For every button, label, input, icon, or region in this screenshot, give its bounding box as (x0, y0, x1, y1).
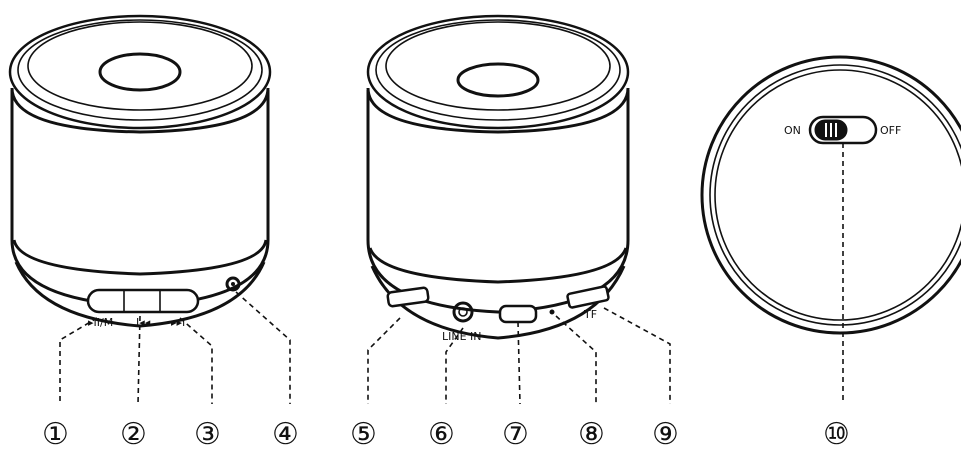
speaker-front-top-rim (8, 14, 272, 130)
tf-label: TF (583, 308, 597, 321)
callout-1: ① (42, 417, 69, 452)
speaker-bottom: ON OFF (700, 55, 961, 335)
callout-5: ⑤ (350, 417, 377, 452)
speaker-back-body (366, 90, 630, 314)
leader-lines (59, 143, 844, 405)
callout-2: ② (120, 417, 147, 452)
speaker-front-jack (225, 276, 241, 292)
speaker-front-cap (98, 52, 182, 92)
callout-8: ⑧ (578, 417, 605, 452)
line-in-jack (452, 301, 474, 323)
speaker-back-bottom-band (368, 247, 628, 284)
callout-7: ⑦ (502, 417, 529, 452)
callout-9: ⑨ (652, 417, 679, 452)
speaker-back-top-rim (366, 14, 630, 130)
speaker-back: LINE IN TF (366, 14, 630, 343)
callout-10: ⑩ (823, 417, 850, 452)
speaker-front-bottom-band (12, 239, 268, 276)
led-indicator (549, 309, 555, 315)
line-in-label: LINE IN (442, 330, 482, 343)
mini-usb-port (498, 304, 538, 324)
speaker-back-cap (456, 62, 540, 98)
previous-label: I◂◂ (136, 316, 151, 329)
speaker-front: ▸II/M I◂◂ ▸▸I (8, 14, 272, 329)
on-label: ON (784, 124, 801, 137)
tf-card-slot (566, 285, 610, 309)
off-label: OFF (880, 124, 901, 137)
speaker-bottom-outer-ring (700, 55, 961, 335)
callout-4: ④ (272, 417, 299, 452)
speaker-front-button-bar (86, 288, 200, 314)
play-pause-mode-label: ▸II/M (88, 316, 113, 329)
callout-6: ⑥ (428, 417, 455, 452)
callout-3: ③ (194, 417, 221, 452)
next-label: ▸▸I (171, 316, 185, 329)
usb-port (386, 286, 430, 308)
callout-numbers: ① ② ③ ④ ⑤ ⑥ ⑦ ⑧ ⑨ ⑩ (42, 417, 850, 452)
